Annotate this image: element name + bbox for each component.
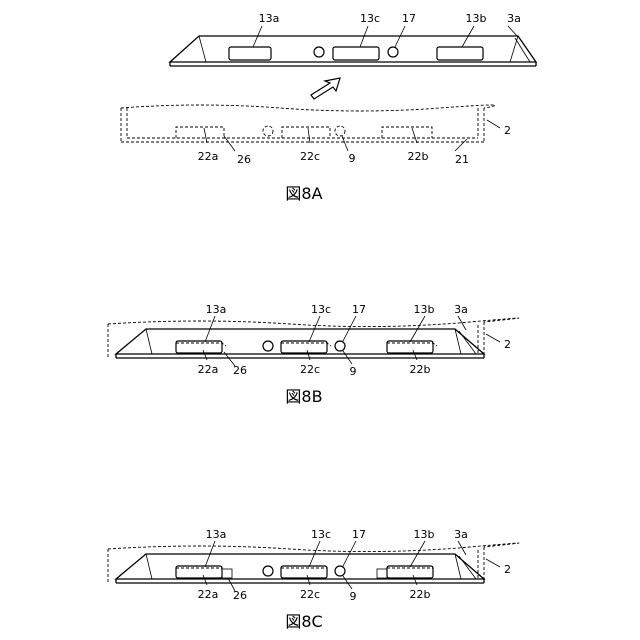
label-22c: 22c	[300, 150, 320, 163]
label-13a: 13a	[206, 303, 227, 316]
sensor-13c	[333, 47, 379, 60]
socket-22c	[282, 127, 330, 138]
socket-22b	[382, 127, 432, 138]
label-17: 17	[402, 12, 416, 25]
hole-17	[388, 47, 398, 57]
label-26: 26	[233, 589, 247, 602]
label-13b: 13b	[466, 12, 487, 25]
assembly-arrow	[311, 78, 340, 99]
label-17: 17	[352, 528, 366, 541]
socket-22a	[176, 127, 224, 138]
hole-17-left	[314, 47, 324, 57]
label-13c: 13c	[311, 303, 331, 316]
label-2: 2	[504, 124, 511, 137]
label-26: 26	[237, 153, 251, 166]
label-13b: 13b	[414, 303, 435, 316]
label-22a: 22a	[198, 150, 219, 163]
socket-22b-side	[377, 569, 387, 578]
figure-8b: 13a 13c 17 13b 3a 2 22a 26 22c 9 22b 図8B	[108, 303, 519, 406]
label-9: 9	[349, 152, 356, 165]
sensor-13b	[437, 47, 483, 60]
figure-8a: 13a 13c 17 13b 3a 2 22a 26 22c 9 22b 21 …	[121, 12, 536, 203]
label-22b: 22b	[408, 150, 429, 163]
label-22c: 22c	[300, 588, 320, 601]
label-3a: 3a	[507, 12, 521, 25]
pin-9	[335, 126, 345, 136]
caption-8c: 図8C	[285, 612, 322, 631]
base-2-top	[108, 543, 519, 552]
label-21: 21	[455, 153, 469, 166]
figure-8c: 13a 13c 17 13b 3a 2 22a 26 22c 9 22b 図8C	[108, 528, 519, 631]
label-17: 17	[352, 303, 366, 316]
pin-9-left	[263, 126, 273, 136]
base-2	[121, 105, 495, 142]
label-22b: 22b	[410, 363, 431, 376]
hole-17-left	[263, 566, 273, 576]
label-13a: 13a	[206, 528, 227, 541]
label-3a: 3a	[454, 303, 468, 316]
leaders-8a	[204, 26, 518, 151]
socket-22a-side	[222, 569, 232, 578]
hole-17-left	[263, 341, 273, 351]
hole-17	[335, 341, 345, 351]
label-22c: 22c	[300, 363, 320, 376]
label-13a: 13a	[259, 12, 280, 25]
label-2: 2	[504, 563, 511, 576]
label-9: 9	[350, 365, 357, 378]
label-22a: 22a	[198, 588, 219, 601]
label-2: 2	[504, 338, 511, 351]
label-22b: 22b	[410, 588, 431, 601]
hole-17	[335, 566, 345, 576]
label-26: 26	[233, 364, 247, 377]
label-3a: 3a	[454, 528, 468, 541]
caption-8b: 図8B	[285, 387, 322, 406]
caption-8a: 図8A	[285, 184, 322, 203]
base-2-top	[108, 318, 519, 327]
sensor-13a	[229, 47, 271, 60]
label-13c: 13c	[360, 12, 380, 25]
label-22a: 22a	[198, 363, 219, 376]
label-9: 9	[350, 590, 357, 603]
label-13b: 13b	[414, 528, 435, 541]
label-13c: 13c	[311, 528, 331, 541]
